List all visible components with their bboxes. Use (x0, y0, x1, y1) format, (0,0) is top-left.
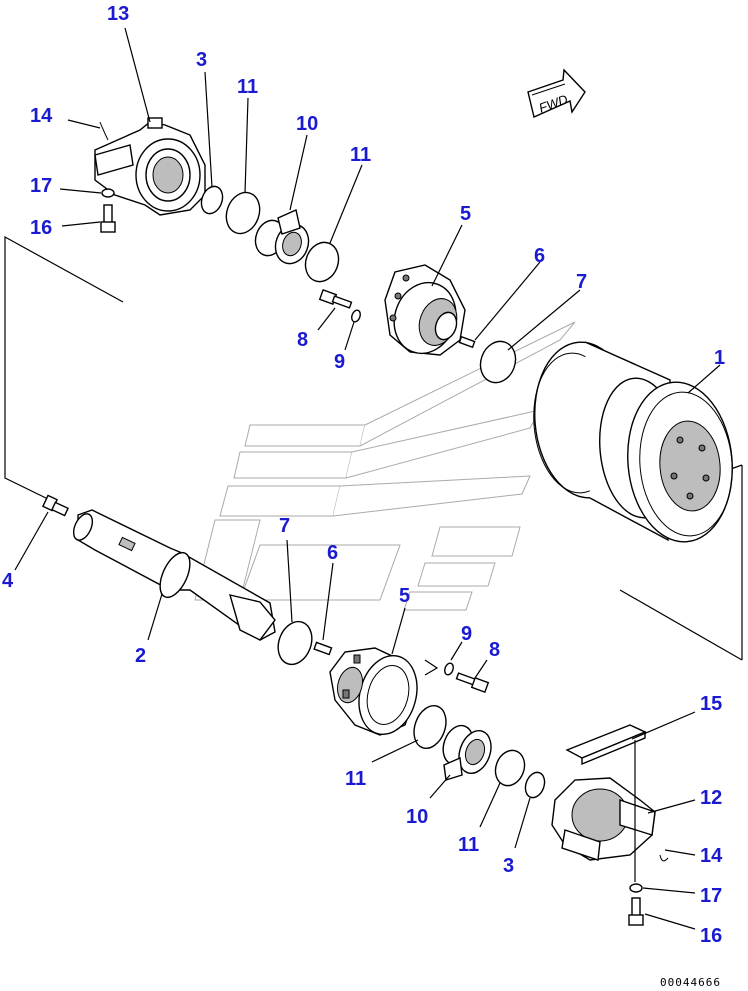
callout-9-top: 9 (334, 351, 345, 373)
part-8-bolt-bottom (455, 672, 490, 693)
part-2-shaft (72, 509, 276, 641)
watermark-logo (194, 321, 576, 611)
callout-8-top: 8 (297, 329, 308, 351)
callout-16-bottom: 16 (700, 925, 722, 947)
part-10-seal-top (254, 209, 310, 265)
part-5-collar-top (384, 264, 466, 356)
callout-7-top: 7 (576, 271, 587, 293)
callout-10-top: 10 (296, 113, 318, 135)
callout-11-bottom-b: 11 (458, 834, 479, 856)
callout-5-top: 5 (460, 203, 471, 225)
part-3-ring-bottom (524, 771, 546, 799)
callout-15: 15 (700, 693, 722, 715)
part-16-bolt-top (100, 204, 116, 233)
callout-3-top: 3 (196, 49, 207, 71)
fwd-arrow-icon: FWD (527, 68, 586, 118)
bottom-bolt-leader (424, 659, 439, 676)
part-11-oring-top-a (225, 191, 261, 235)
part-4-plug (42, 494, 69, 517)
callout-17-bottom: 17 (700, 885, 722, 907)
part-7-oring-bottom (277, 620, 313, 666)
callout-3-bottom: 3 (503, 855, 514, 877)
part-11-oring-top-b (304, 241, 340, 283)
callout-6-bottom: 6 (327, 542, 338, 564)
part-7-oring-top (479, 340, 517, 384)
part-8-bolt-top (318, 289, 353, 309)
callout-4: 4 (2, 570, 14, 592)
callout-16-top: 16 (30, 217, 52, 239)
part-13-upper-housing (94, 117, 206, 216)
part-10-seal-bottom (442, 724, 492, 781)
callout-2: 2 (135, 645, 146, 667)
part-6-pin-bottom (313, 641, 333, 656)
callout-13: 13 (107, 3, 129, 25)
part-5-collar-bottom (329, 647, 418, 736)
callout-11-top-b: 11 (350, 144, 371, 166)
callout-1: 1 (714, 347, 725, 369)
part-11-oring-bottom-b (494, 749, 526, 787)
callout-14-bottom: 14 (700, 845, 723, 867)
callout-labels: 13 3 11 14 10 11 17 16 5 6 7 8 9 1 4 7 6… (2, 3, 725, 947)
callout-5-bottom: 5 (399, 585, 410, 607)
part-9-washer-top (351, 309, 361, 323)
part-11-oring-bottom-a (413, 704, 447, 750)
part-6-pin-top (458, 335, 476, 349)
callout-7-bottom: 7 (279, 515, 290, 537)
callout-10-bottom: 10 (406, 806, 428, 828)
part-1-track-roller (533, 341, 733, 543)
part-15-plate (565, 724, 647, 766)
callout-11-top-a: 11 (237, 76, 258, 98)
figure-code: 00044666 (660, 976, 721, 989)
leader-lines (14, 27, 721, 930)
part-3-ring-top (200, 185, 224, 215)
part-17-washer-top (101, 188, 115, 198)
callout-11-bottom-a: 11 (345, 768, 366, 790)
part-16-bolt-bottom (628, 897, 644, 926)
callout-6-top: 6 (534, 245, 545, 267)
callout-17-top: 17 (30, 175, 52, 197)
callout-12: 12 (700, 787, 722, 809)
part-17-washer-bottom (629, 883, 643, 893)
callout-14-top: 14 (30, 105, 53, 127)
callout-9-bottom: 9 (461, 623, 472, 645)
part-12-lower-housing (551, 777, 669, 862)
part-9-washer-bottom (444, 662, 454, 676)
callout-8-bottom: 8 (489, 639, 500, 661)
